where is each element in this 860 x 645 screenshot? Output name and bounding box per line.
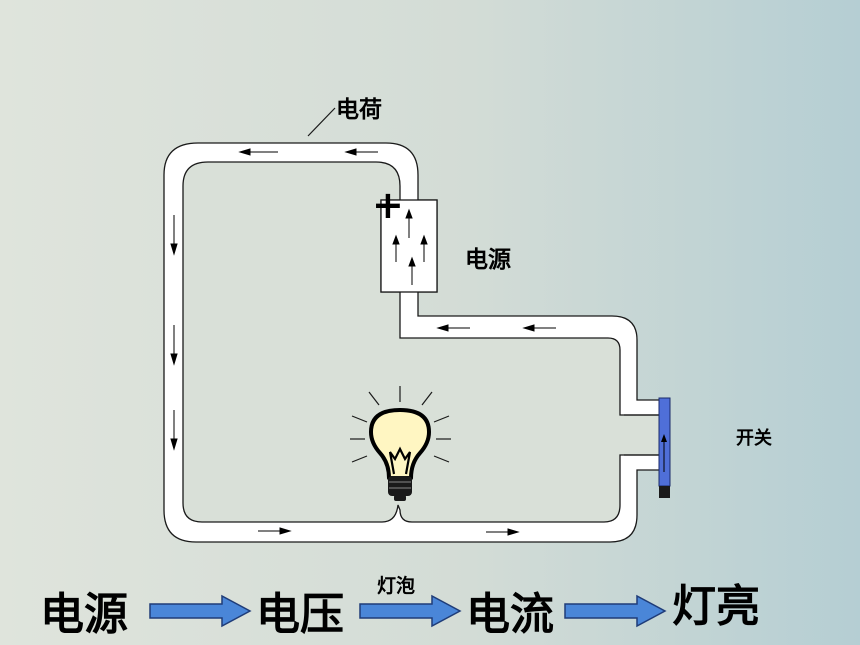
light-bulb [350,386,451,501]
switch-base [659,486,670,498]
flow-step-current: 电流 [466,589,554,640]
charge-label: 电荷 [336,97,382,123]
bulb-base [388,476,412,496]
charge-label-pointer [307,107,336,137]
bulb-glass [369,408,431,480]
flow-step-light-on: 灯亮 [672,581,760,632]
charge-arrows [170,148,556,536]
bulb-filament [388,446,412,475]
power-source-label: 电源 [465,247,511,273]
flow-arrow-3 [564,594,667,628]
flow-arrow-1 [149,594,252,628]
flow-arrows [149,594,667,628]
positive-terminal-sign: + [372,183,404,227]
flow-arrow-2 [359,594,462,628]
circuit-wire [163,142,663,543]
flow-step-power-source: 电源 [40,589,128,640]
switch-label: 开关 [736,428,772,449]
bulb-rays [350,386,451,463]
flow-arrow-caption-bulb: 灯泡 [377,575,416,597]
battery-current-arrows [392,208,428,285]
flow-step-voltage: 电压 [256,589,344,640]
switch [658,397,671,498]
